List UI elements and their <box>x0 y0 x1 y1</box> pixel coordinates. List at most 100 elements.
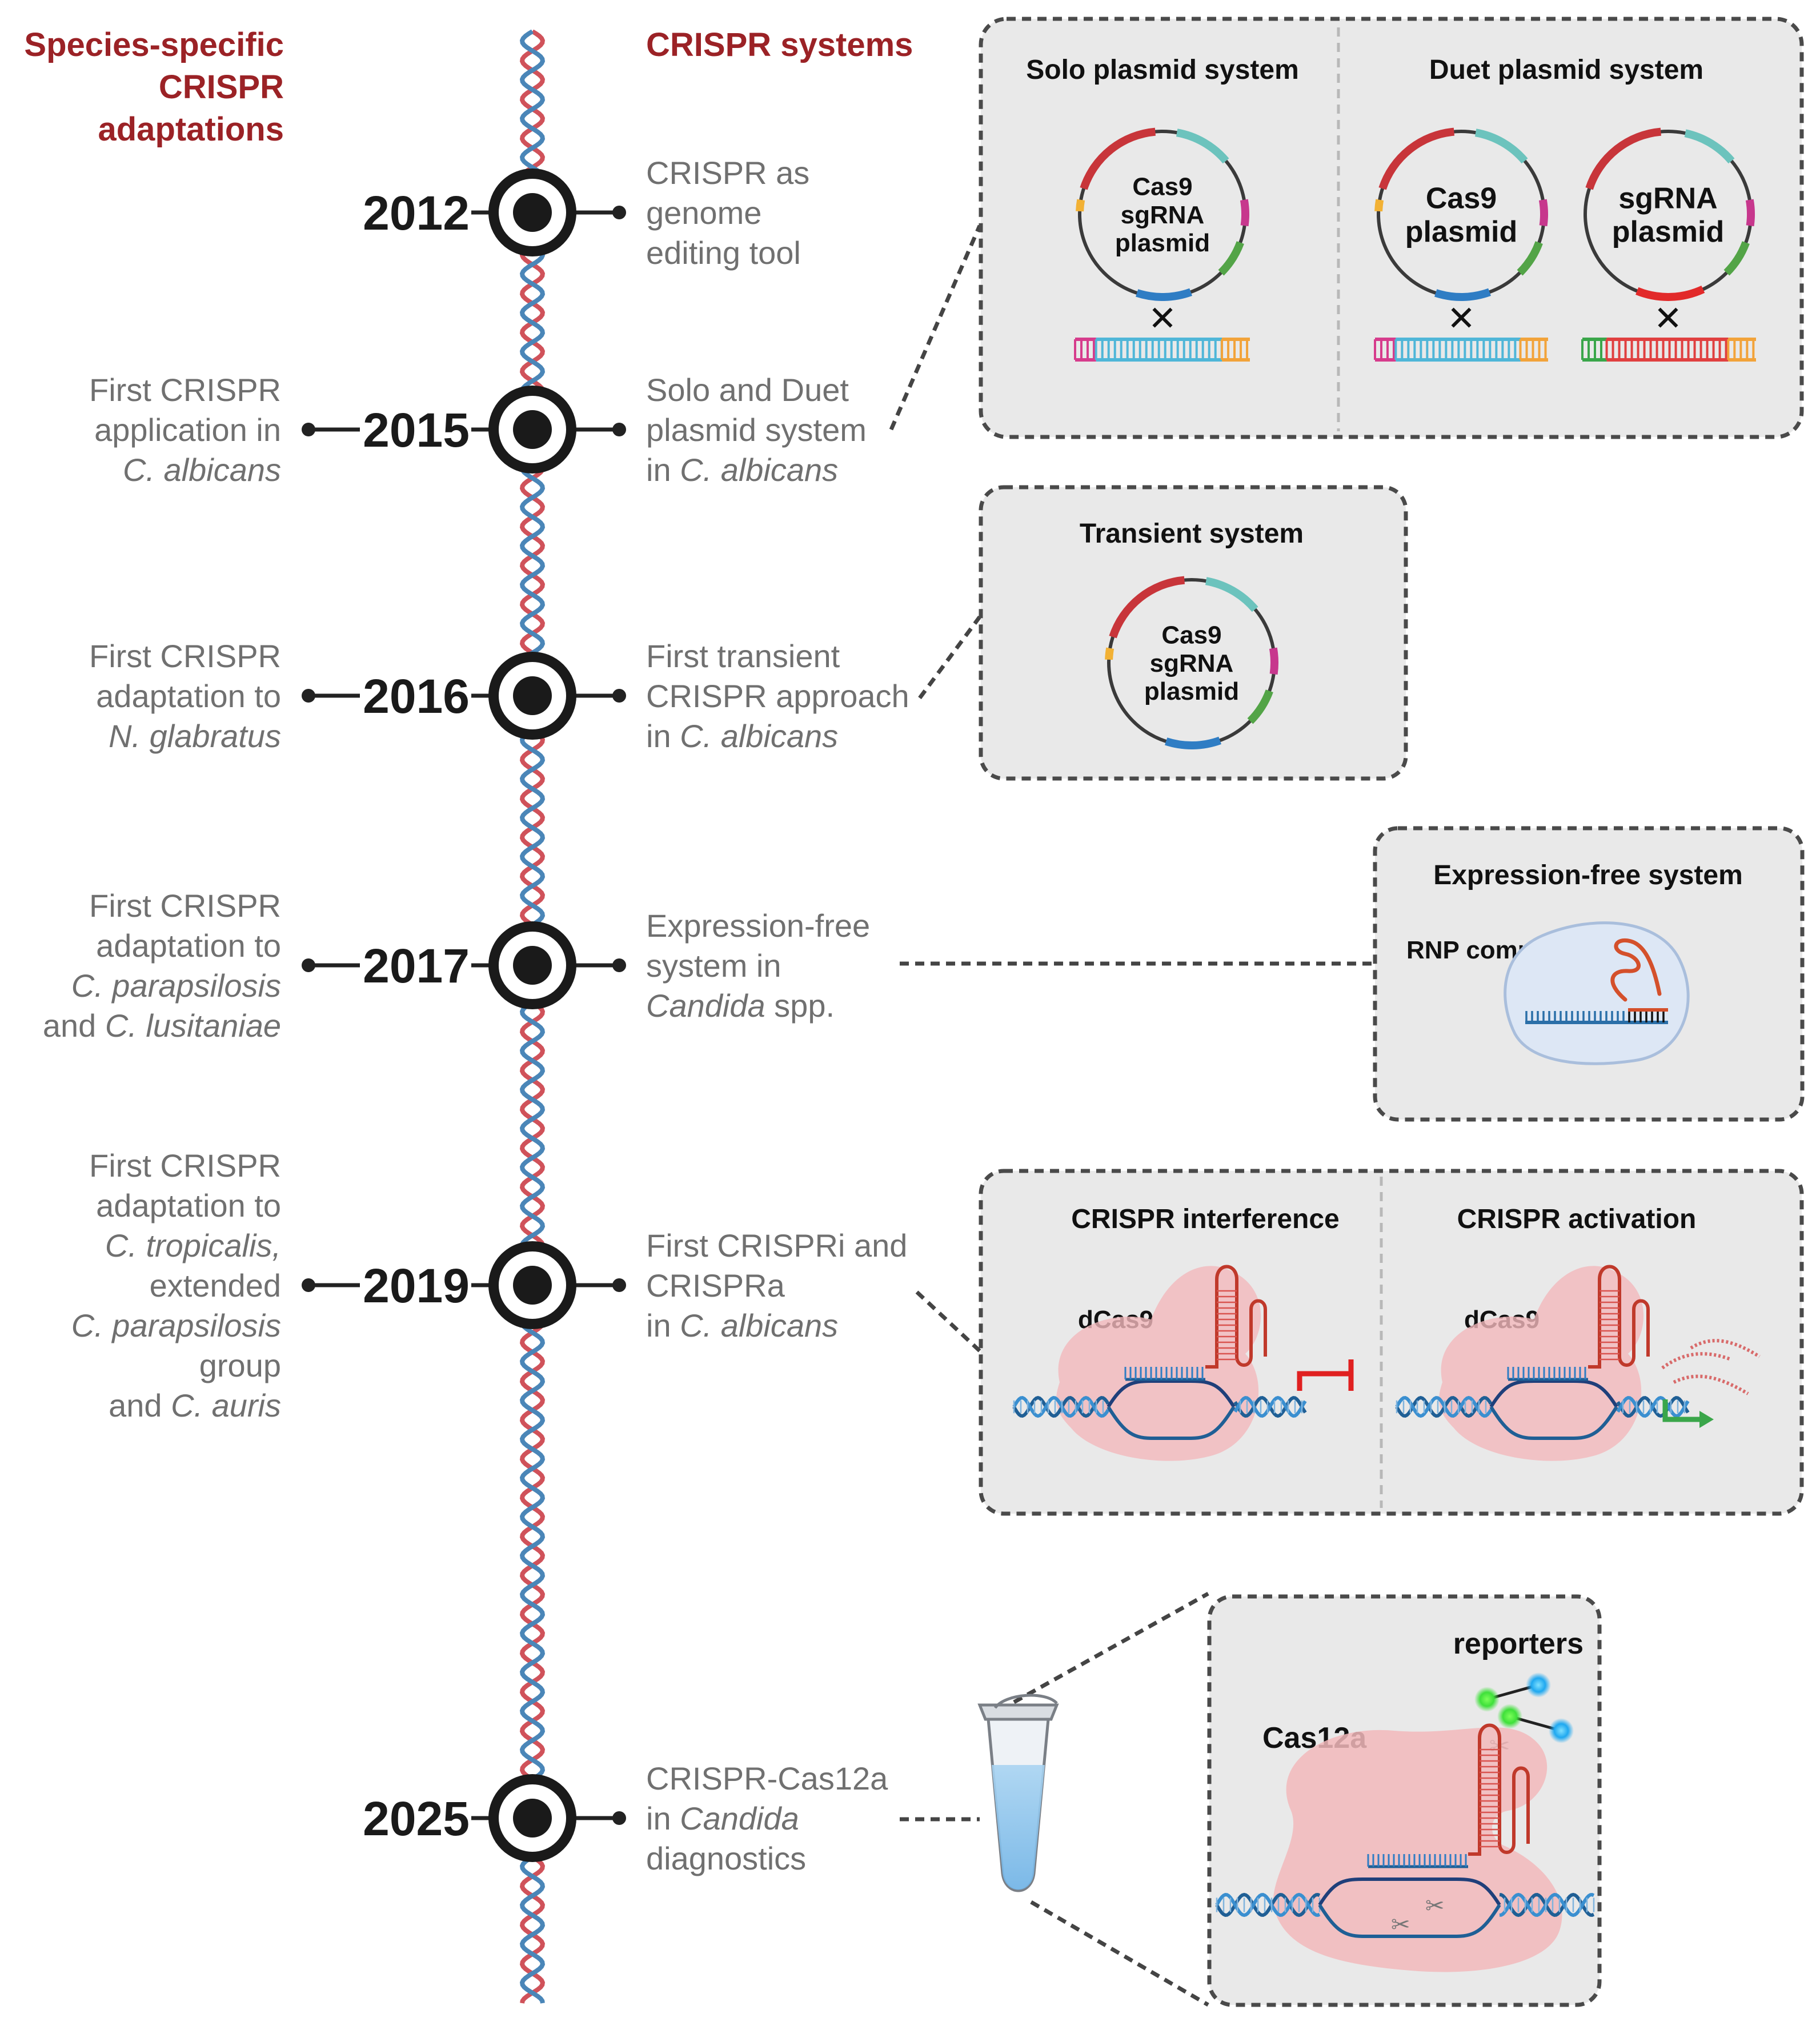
node-dot-right-icon <box>612 1278 626 1292</box>
dna-bubble-top <box>1107 1379 1236 1408</box>
rnp-guide-rna-icon <box>1610 938 1662 1002</box>
dna-helix-strand <box>1012 1395 1307 1418</box>
node-dot-left-icon <box>302 689 315 703</box>
reporter-fluor-green-icon <box>1474 1687 1500 1712</box>
timeline-node-center <box>513 1266 552 1305</box>
plasmid-segment <box>1165 736 1221 749</box>
system-2025-text: CRISPR-Cas12a <box>646 1760 888 1796</box>
system-2016-line: in C. albicans <box>646 718 838 754</box>
system-2012-line: genome <box>646 195 761 231</box>
plasmid-label: plasmid <box>1612 215 1725 248</box>
node-dot-right-icon <box>612 958 626 972</box>
reporter-quencher-blue-icon <box>1549 1718 1574 1743</box>
system-2017-text: spp. <box>765 988 835 1024</box>
adaptation-2019-text: C. tropicalis, <box>105 1227 281 1263</box>
adaptation-2015-line: First CRISPR <box>89 372 281 408</box>
system-2012-text: editing tool <box>646 235 801 271</box>
plasmid-segment <box>1205 577 1258 612</box>
adaptation-2016-line: First CRISPR <box>89 638 281 674</box>
system-2017-line: Candida spp. <box>646 988 835 1024</box>
adaptation-2019-line: C. parapsilosis <box>71 1307 281 1343</box>
repression-bar-icon <box>1297 1359 1354 1391</box>
plasmid-label: Cas9 <box>1426 182 1497 215</box>
dna-bubble-top <box>1489 1379 1618 1408</box>
crispri-illustration <box>1012 1265 1307 1461</box>
system-2016-text: First transient <box>646 638 840 674</box>
helix-strand-blue <box>519 29 546 2004</box>
adaptation-2017-text: First CRISPR <box>89 888 281 924</box>
crispra-title: CRISPR activation <box>1457 1204 1697 1234</box>
system-2015-line: in C. albicans <box>646 452 838 488</box>
transcript-icons <box>1661 1339 1761 1395</box>
adaptation-2017-text: C. parapsilosis <box>71 968 281 1004</box>
plasmid-segment <box>1218 241 1244 276</box>
plasmid-box-frame <box>979 17 1804 439</box>
plasmid-segment <box>1269 647 1278 675</box>
dna-helix-strand <box>1395 1395 1690 1418</box>
timeline-node-center <box>513 1799 552 1838</box>
year-2012: 2012 <box>363 186 470 240</box>
connector-tube-bottom <box>1030 1900 1209 2007</box>
rnp-complex-icon <box>1504 921 1690 1065</box>
plasmid-segment <box>1076 199 1085 212</box>
node-dot-left-icon <box>302 1278 315 1292</box>
rnp-guide-dna <box>1525 1008 1668 1024</box>
cas12a-illustration: ✂✂ <box>1215 1723 1595 1972</box>
system-2012-line: CRISPR as <box>646 155 809 191</box>
adaptation-2015-text: application in <box>94 412 281 448</box>
year-2017: 2017 <box>363 939 470 993</box>
adaptation-2015-text: First CRISPR <box>89 372 281 408</box>
system-2017-line: Expression-free <box>646 908 870 944</box>
system-2025-line: diagnostics <box>646 1840 806 1876</box>
left-header-line-2: CRISPR <box>159 69 284 106</box>
adaptation-2019-text: First CRISPR <box>89 1148 281 1184</box>
adaptation-2019-line: and C. auris <box>109 1387 281 1423</box>
duet-sgrna-cross-icon: ✕ <box>1654 299 1682 339</box>
system-2015-line: plasmid system <box>646 412 867 448</box>
adaptation-2019-line: adaptation to <box>96 1187 281 1223</box>
connector-2019 <box>915 1290 981 1353</box>
system-2012-text: genome <box>646 195 761 231</box>
plasmid-segment <box>1374 199 1384 212</box>
year-2016: 2016 <box>363 669 470 723</box>
dna-helix-strand <box>1215 1892 1595 1917</box>
adaptation-2019-text: and <box>109 1387 171 1423</box>
plasmid-label: sgRNA <box>1150 649 1234 677</box>
system-2019-line: in C. albicans <box>646 1307 838 1343</box>
plasmid-segment <box>1136 288 1192 301</box>
system-2019-line: CRISPRa <box>646 1267 785 1303</box>
crispri-crispra-box: CRISPR interference CRISPR activation dC… <box>979 1169 1804 1516</box>
adaptation-2017-text: and <box>43 1008 105 1044</box>
adaptation-2019-line: First CRISPR <box>89 1148 281 1184</box>
transient-box-frame <box>979 485 1408 781</box>
plasmid-segment <box>1434 288 1491 301</box>
system-2016-text: C. albicans <box>680 718 838 754</box>
dna-bubble-bottom <box>1107 1406 1236 1440</box>
adaptation-2019-text: C. parapsilosis <box>71 1307 281 1343</box>
adaptation-2016-text: First CRISPR <box>89 638 281 674</box>
plasmid-segment <box>1105 647 1115 660</box>
system-2017-text: system in <box>646 948 781 984</box>
plasmid-segment <box>1378 127 1455 190</box>
system-2025-line: CRISPR-Cas12a <box>646 1760 888 1796</box>
system-2015-text: Solo and Duet <box>646 372 849 408</box>
system-2017-line: system in <box>646 948 781 984</box>
adaptation-2019-line: extended <box>150 1267 281 1303</box>
node-dot-right-icon <box>612 1811 626 1825</box>
year-2015: 2015 <box>363 403 470 457</box>
cas12a-box: reporters Cas12a ✂ ✂✂ <box>1207 1594 1602 2007</box>
adaptation-2015-text: C. albicans <box>123 452 281 488</box>
expression-free-box: Expression-free system RNP complex <box>1373 826 1805 1122</box>
reporter-fluor-green-icon <box>1497 1704 1522 1729</box>
system-2016-text: in <box>646 718 680 754</box>
plasmid-segment <box>1240 199 1249 227</box>
system-2012-line: editing tool <box>646 235 801 271</box>
plasmid-label: sgRNA <box>1618 182 1717 215</box>
dna-bubble-bottom <box>1489 1406 1618 1440</box>
timeline-node-center <box>513 676 552 715</box>
